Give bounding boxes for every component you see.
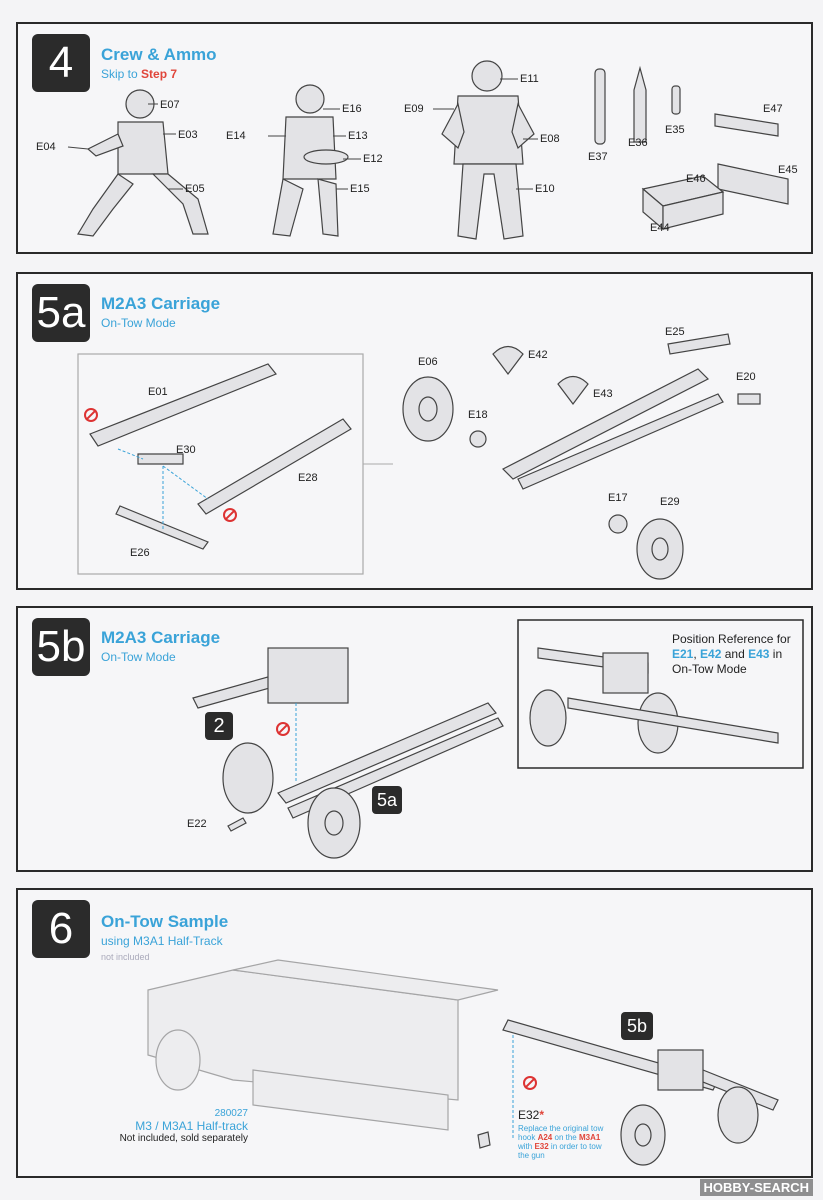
part-label: E42	[528, 349, 548, 361]
kit-number: 280027	[214, 1108, 248, 1119]
step-subtitle: On-Tow Mode	[101, 316, 176, 330]
carriage-assembly-illustration	[77, 333, 761, 580]
crew-figure-3	[441, 60, 535, 240]
trail-leg-e28	[197, 418, 352, 515]
tow-hook-instruction: Replace the original tow hook A24 on the…	[518, 1124, 604, 1160]
step-number-badge: 4	[32, 34, 90, 92]
watermark: HOBBY-SEARCH	[699, 1179, 813, 1196]
part-label: E20	[736, 371, 756, 383]
ref-step-2-badge: 2	[205, 712, 233, 740]
ref-step-5a-badge: 5a	[372, 786, 402, 814]
part-label: E26	[130, 547, 150, 559]
part-label: E29	[660, 496, 680, 508]
part-label: E28	[298, 472, 318, 484]
part-label: E04	[36, 141, 56, 153]
part-e30	[137, 453, 184, 465]
step-title: On-Tow Sample	[101, 912, 229, 931]
position-reference-text: Position Reference for E21, E42 and E43 …	[672, 632, 791, 677]
part-label: E44	[650, 222, 670, 234]
step-5a-panel: 5a M2A3 Carriage On-Tow Mode E01 E30 E28…	[16, 272, 813, 590]
part-label: E37	[588, 151, 608, 163]
part-label: E18	[468, 409, 488, 421]
step-5b-panel: 5b M2A3 Carriage On-Tow Mode 2 5a E22 Po…	[16, 606, 813, 872]
crew-ammo-illustration	[67, 60, 789, 240]
part-label: E07	[160, 99, 180, 111]
ref-line-3: On-Tow Mode	[672, 662, 747, 676]
part-label: E45	[778, 164, 798, 176]
step-4-panel: 4 Crew & Ammo Skip to Step 7	[16, 22, 813, 254]
trail-assembly	[501, 368, 710, 480]
part-label: E11	[520, 73, 539, 85]
kit-note: Not included, sold separately	[119, 1133, 248, 1144]
step-title: M2A3 Carriage	[101, 628, 221, 647]
part-e22	[227, 817, 247, 832]
part-label: E09	[404, 103, 424, 115]
part-label: E01	[148, 386, 168, 398]
skip-text: Skip to	[101, 67, 142, 81]
wheel-left	[222, 742, 274, 814]
part-e26	[115, 505, 209, 550]
part-leader-lines	[67, 78, 538, 190]
part-label: E17	[608, 492, 628, 504]
part-label: E06	[418, 356, 438, 368]
half-track-vehicle	[147, 959, 499, 1131]
gun-breech	[267, 647, 349, 704]
part-label: E22	[187, 818, 207, 830]
carriage-trail	[277, 702, 497, 804]
part-e43	[557, 375, 589, 405]
part-label: E14	[226, 130, 246, 142]
gun-on-carriage-illustration	[192, 619, 804, 859]
trail-leg-e01	[89, 363, 277, 447]
part-label: E13	[348, 130, 368, 142]
step-number-badge: 5a	[32, 284, 90, 342]
do-not-glue-icon	[276, 722, 290, 736]
part-label: E30	[176, 444, 196, 456]
step-subtitle: Skip to Step 7	[101, 67, 177, 81]
part-label: E15	[350, 183, 370, 195]
towed-gun	[502, 1019, 779, 1166]
do-not-glue-icon	[84, 408, 98, 422]
part-label: E25	[665, 326, 685, 338]
part-label: E08	[540, 133, 560, 145]
part-label: E36	[628, 137, 648, 149]
kit-name: M3 / M3A1 Half-track	[135, 1119, 248, 1133]
part-e42	[492, 345, 524, 375]
part-label: E10	[535, 183, 555, 195]
do-not-glue-icon	[223, 508, 237, 522]
part-e32	[477, 1131, 491, 1149]
part-label: E16	[342, 103, 362, 115]
crew-figure-2	[272, 84, 349, 237]
crew-figure-1	[77, 89, 209, 237]
step-title: Crew & Ammo	[101, 45, 217, 64]
part-e17	[608, 514, 628, 534]
ref-line-1: Position Reference for	[672, 632, 791, 646]
part-label: E46	[686, 173, 706, 185]
step-number-badge: 5b	[32, 618, 90, 676]
do-not-glue-icon	[523, 1076, 537, 1090]
part-e20	[737, 393, 761, 405]
step-6-panel: 6 On-Tow Sample using M3A1 Half-Track no…	[16, 888, 813, 1178]
ammo-items	[594, 65, 789, 231]
skip-step-link[interactable]: Step 7	[141, 67, 178, 81]
not-included-note: not included	[101, 952, 150, 962]
e32-label: E32*	[518, 1108, 545, 1122]
ref-step-5b-badge: 5b	[621, 1012, 653, 1040]
step-number-badge: 6	[32, 900, 90, 958]
step-subtitle: using M3A1 Half-Track	[101, 934, 223, 948]
half-track-tow-illustration	[147, 959, 779, 1166]
part-label: E05	[185, 183, 205, 195]
part-label: E43	[593, 388, 613, 400]
half-track-kit-caption: 280027 M3 / M3A1 Half-track Not included…	[118, 1108, 248, 1144]
part-e25	[667, 333, 731, 355]
part-e18	[469, 430, 487, 448]
part-label: E35	[665, 124, 685, 136]
step-title: M2A3 Carriage	[101, 294, 221, 313]
part-label: E47	[763, 103, 783, 115]
step-subtitle: On-Tow Mode	[101, 650, 176, 664]
part-label: E12	[363, 153, 383, 165]
ref-line-2: E21, E42 and E43 in	[672, 647, 783, 661]
part-label: E03	[178, 129, 198, 141]
